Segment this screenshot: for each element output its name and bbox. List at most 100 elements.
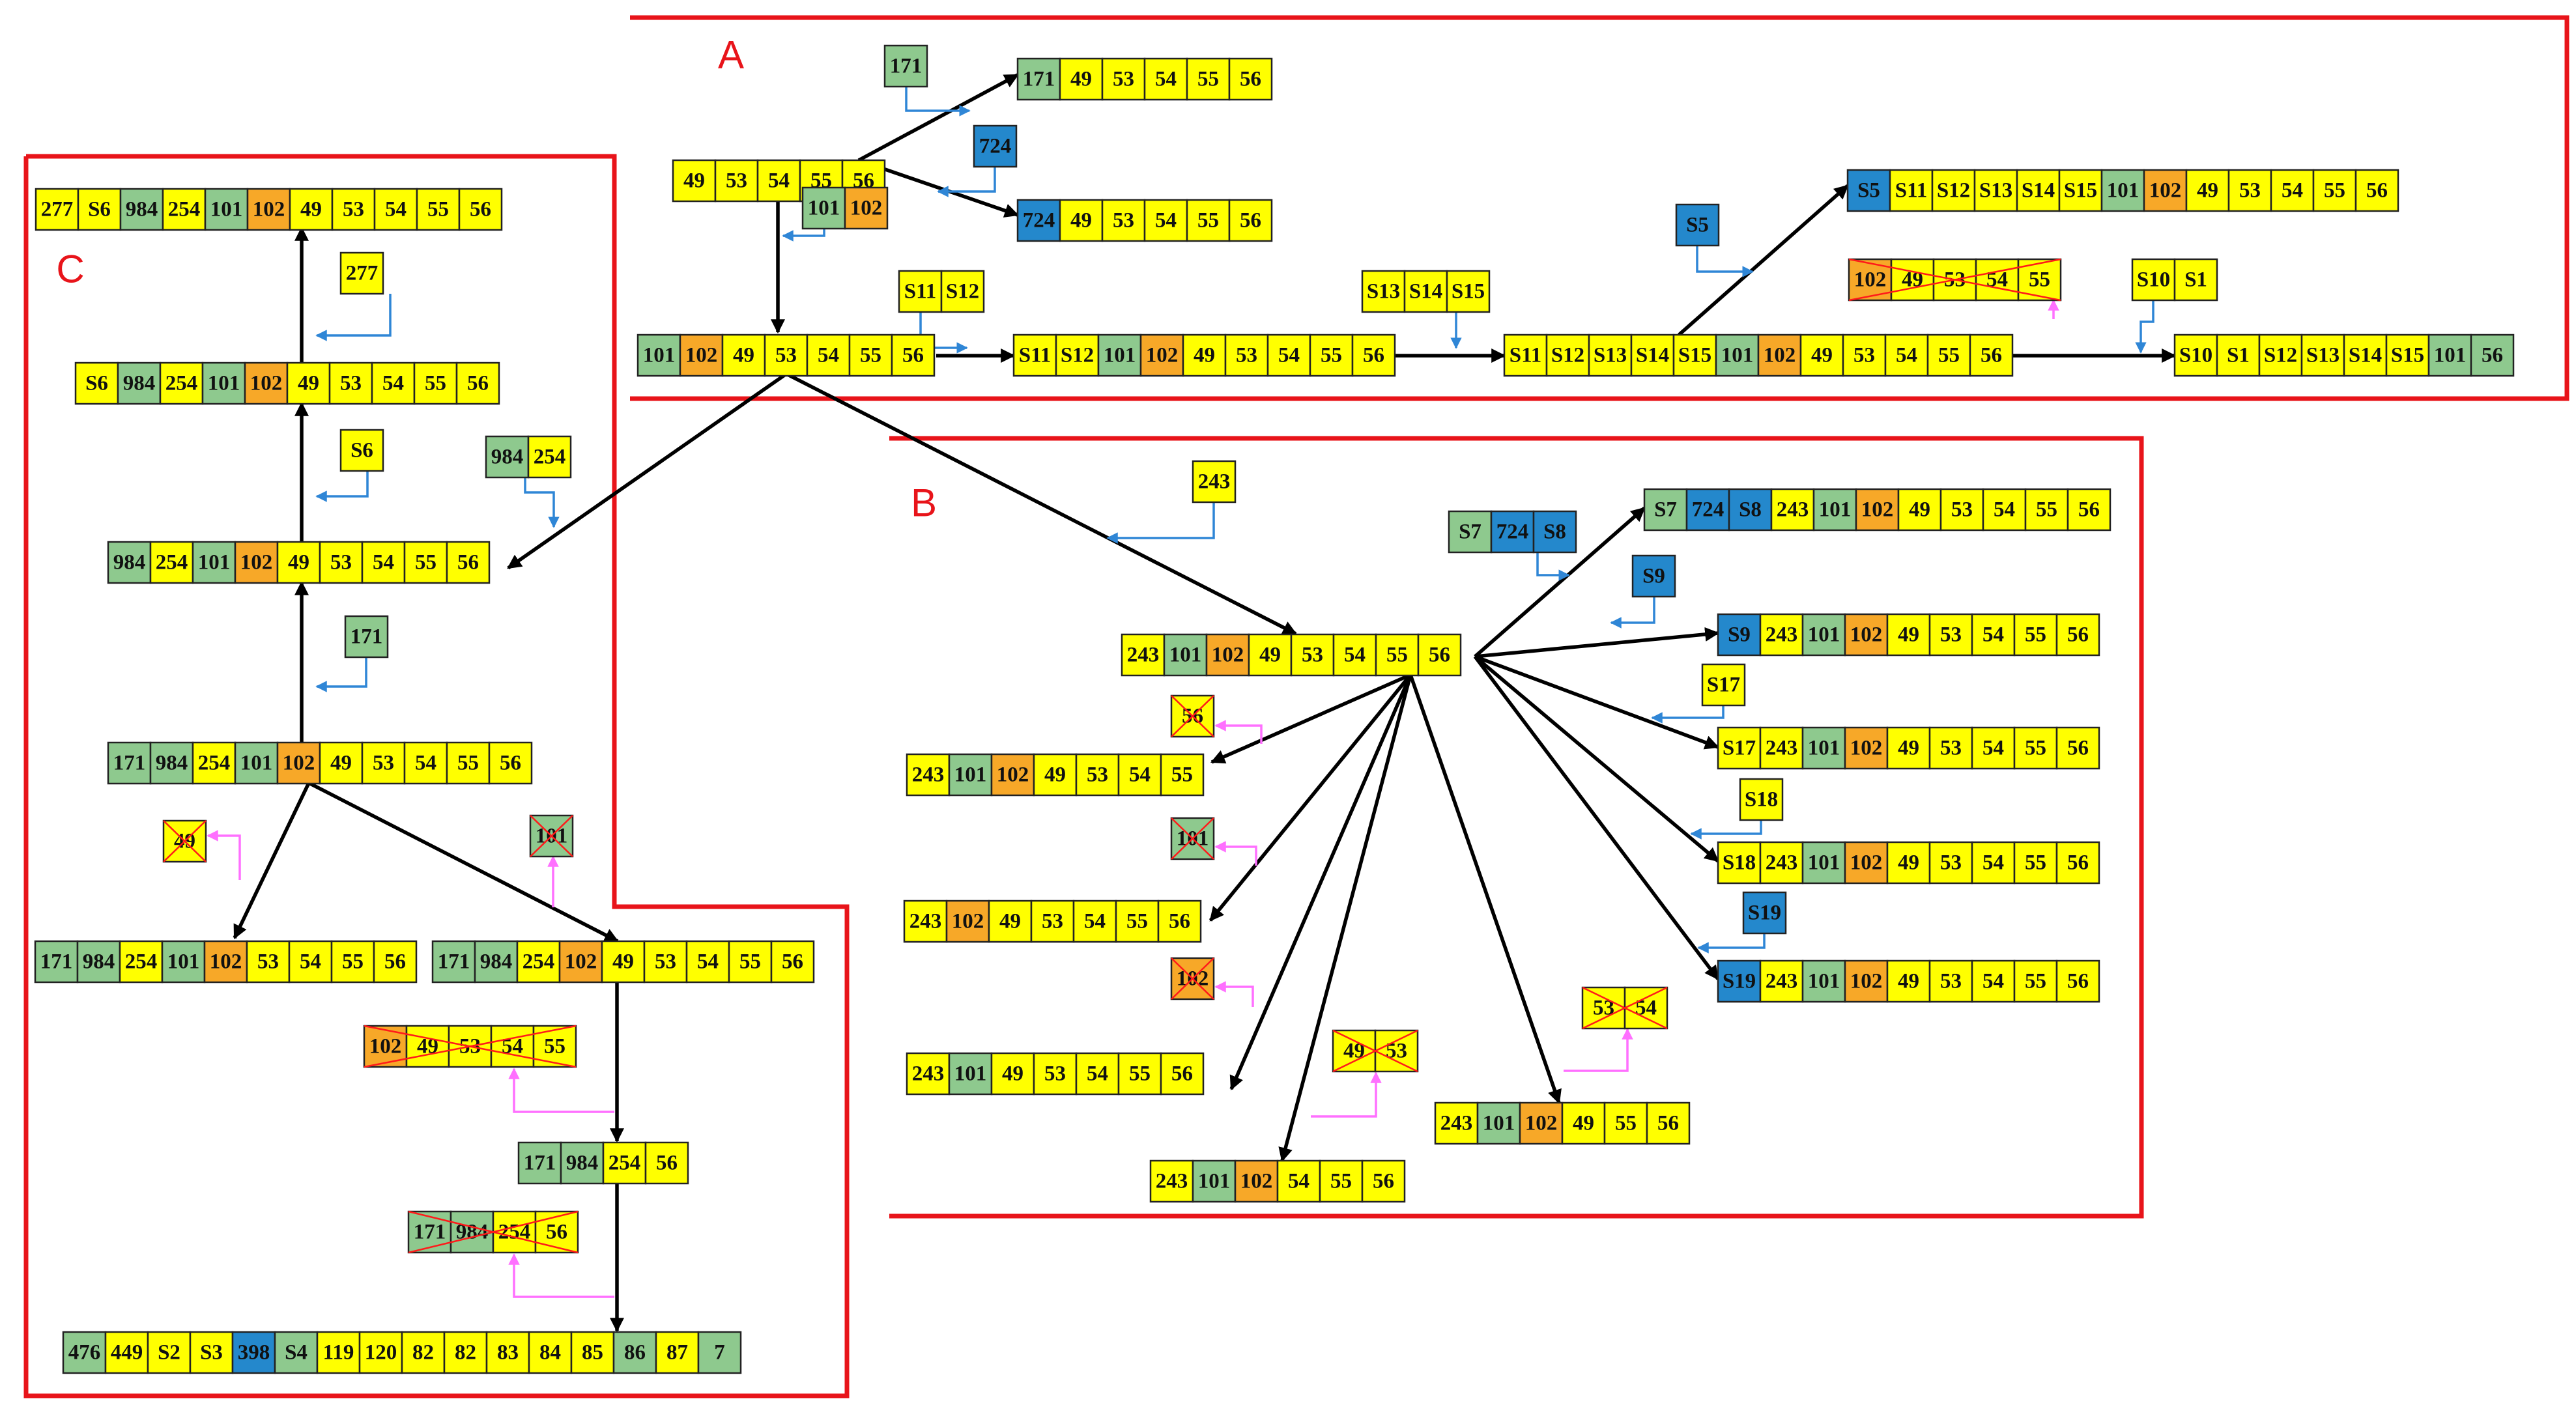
cell-label: S15 — [1678, 344, 1711, 367]
cell-label: 101 — [2107, 179, 2140, 203]
cell-label: 243 — [1766, 623, 1798, 647]
cell-label: 102 — [1146, 344, 1179, 367]
sequence-cell — [1101, 199, 1146, 242]
cell-label: S9 — [1728, 623, 1751, 647]
cell-label: 56 — [2482, 344, 2503, 367]
cell-label: 55 — [415, 551, 436, 574]
region-c-label: C — [56, 248, 84, 291]
sequence-cell — [1075, 1052, 1120, 1096]
flow-arrow — [857, 73, 1019, 162]
sequence-cell — [1186, 57, 1231, 101]
cell-label: 53 — [330, 551, 352, 574]
cell-label: 7 — [714, 1341, 725, 1365]
sequence-cell — [1770, 488, 1815, 532]
cell-label: 49 — [1898, 623, 1919, 647]
sequence-cell — [289, 188, 334, 231]
sequence-cell — [119, 188, 164, 231]
cell-label: 55 — [2025, 851, 2046, 875]
sequence-cell — [1855, 488, 1900, 532]
sequence-cell — [339, 251, 384, 295]
deletion-arrow — [1214, 981, 1254, 1007]
deletion-arrow — [508, 1068, 614, 1113]
cell-label: 49 — [288, 551, 309, 574]
sequence-cell — [558, 940, 603, 984]
flow-arrow — [1210, 673, 1412, 764]
cell-label: 56 — [2067, 623, 2089, 647]
cell-label: 56 — [1363, 344, 1384, 367]
cell-label: 49 — [1573, 1112, 1594, 1135]
sequence-cell — [1033, 1052, 1078, 1096]
cell-label: 101 — [1808, 737, 1840, 760]
cell-label: 101 — [1483, 1112, 1515, 1135]
sequence-cell — [534, 1210, 579, 1254]
sequence-cell — [2055, 959, 2100, 1003]
cell-label: 398 — [238, 1341, 270, 1365]
cell-label: 53 — [2239, 179, 2261, 203]
cell-label: S2 — [158, 1341, 180, 1365]
sequence-cell — [1928, 959, 1973, 1003]
cell-label: S5 — [1686, 214, 1709, 237]
flow-arrow — [1229, 674, 1412, 1091]
sequence-cell — [560, 1141, 605, 1185]
cell-label: 120 — [365, 1341, 397, 1365]
sequence-c-add277: 277 — [339, 251, 384, 295]
cell-label: 984 — [113, 551, 146, 574]
cell-label: 254 — [165, 372, 198, 395]
cell-label: 56 — [500, 752, 521, 775]
cell-label: 254 — [156, 551, 188, 574]
insertion-arrow — [1697, 933, 1766, 954]
cell-label: 54 — [1288, 1170, 1309, 1193]
cell-label: 55 — [427, 198, 449, 221]
cell-label: 56 — [902, 344, 924, 367]
cell-label: 56 — [2366, 179, 2388, 203]
sequence-cell — [973, 124, 1018, 168]
sequence-b-adds17: S17 — [1701, 663, 1746, 707]
cell-label: 49 — [1044, 763, 1066, 787]
sequence-cell — [1672, 333, 1717, 377]
flow-arrow — [1209, 674, 1412, 922]
insertion-arrow — [1106, 502, 1215, 544]
sequence-cell — [246, 940, 291, 984]
sequence-cell — [1801, 613, 1846, 657]
flow-arrow — [1474, 655, 1720, 750]
cell-label: 53 — [1113, 209, 1134, 233]
cell-label: 277 — [346, 262, 379, 285]
cell-label: 171 — [414, 1221, 446, 1244]
sequence-cell — [906, 753, 951, 797]
sequence-cell — [948, 1052, 993, 1096]
sequence-cell — [1446, 270, 1491, 313]
cell-label: 101 — [167, 950, 200, 974]
cell-label: 49 — [1898, 737, 1919, 760]
sequence-cell — [1975, 258, 2020, 302]
cell-label: 53 — [343, 198, 364, 221]
sequence-cell — [246, 188, 291, 231]
insertion-arrow — [1610, 597, 1655, 629]
cell-label: S13 — [1367, 280, 1400, 304]
cell-label: 49 — [298, 372, 319, 395]
sequence-cell — [2055, 841, 2100, 885]
flow-arrow — [308, 781, 619, 943]
cell-label: 55 — [2025, 623, 2046, 647]
sequence-cell — [2058, 169, 2103, 212]
sequence-cell — [455, 362, 500, 405]
cell-label: 101 — [1169, 644, 1202, 667]
cell-label: S12 — [2264, 344, 2297, 367]
cell-label: 55 — [544, 1035, 565, 1058]
sequence-cell — [770, 940, 815, 984]
sequence-cell — [1097, 333, 1142, 377]
cell-label: 56 — [656, 1152, 678, 1175]
cell-label: 984 — [156, 752, 188, 775]
sequence-cell — [1417, 633, 1462, 677]
cell-label: 984 — [491, 446, 524, 469]
cell-label: 54 — [1635, 997, 1657, 1020]
cell-label: 724 — [979, 135, 1012, 158]
sequence-cell — [1971, 726, 2016, 770]
sequence-cell — [848, 333, 893, 377]
